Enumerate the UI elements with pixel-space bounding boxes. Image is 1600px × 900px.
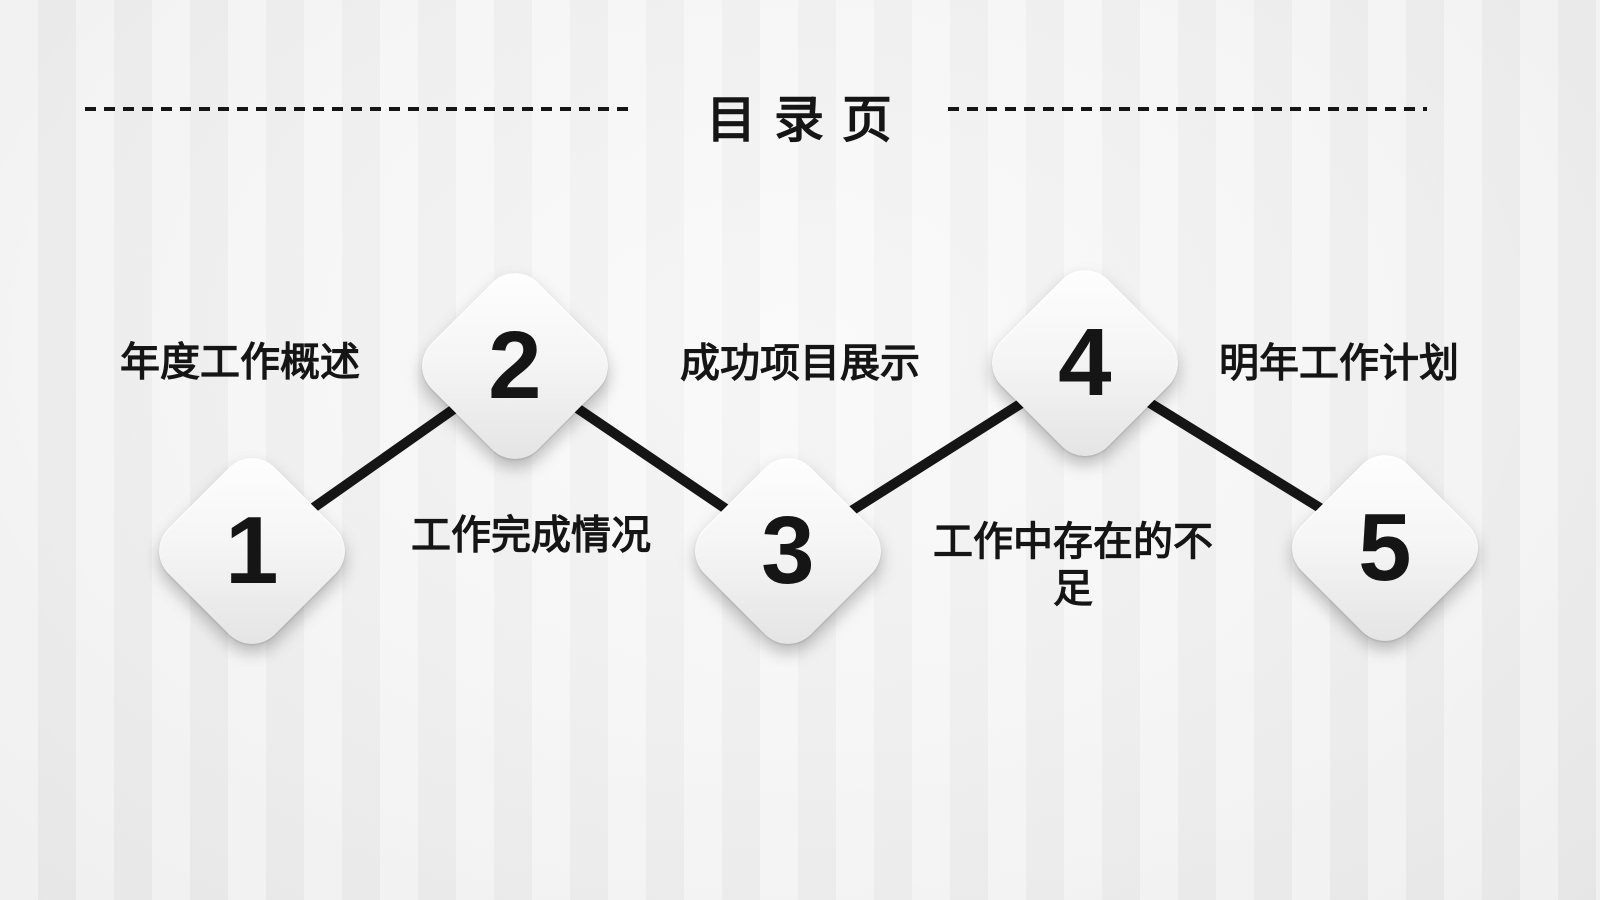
toc-node-5-number: 5 (1358, 493, 1412, 601)
toc-node-1-number: 1 (225, 496, 279, 604)
toc-label-5[interactable]: 明年工作计划 (1219, 341, 1459, 386)
dashed-divider-left (85, 107, 635, 111)
toc-label-3[interactable]: 成功项目展示 (680, 341, 920, 386)
toc-label-2[interactable]: 工作完成情况 (411, 513, 651, 558)
toc-label-1[interactable]: 年度工作概述 (120, 340, 360, 385)
toc-label-4[interactable]: 工作中存在的不足 (933, 519, 1213, 611)
toc-node-4-number: 4 (1058, 308, 1112, 416)
dashed-divider-right (948, 107, 1427, 111)
toc-node-3-number: 3 (761, 496, 815, 604)
page-title: 目 录 页 (706, 92, 894, 148)
toc-node-2-number: 2 (488, 311, 542, 419)
